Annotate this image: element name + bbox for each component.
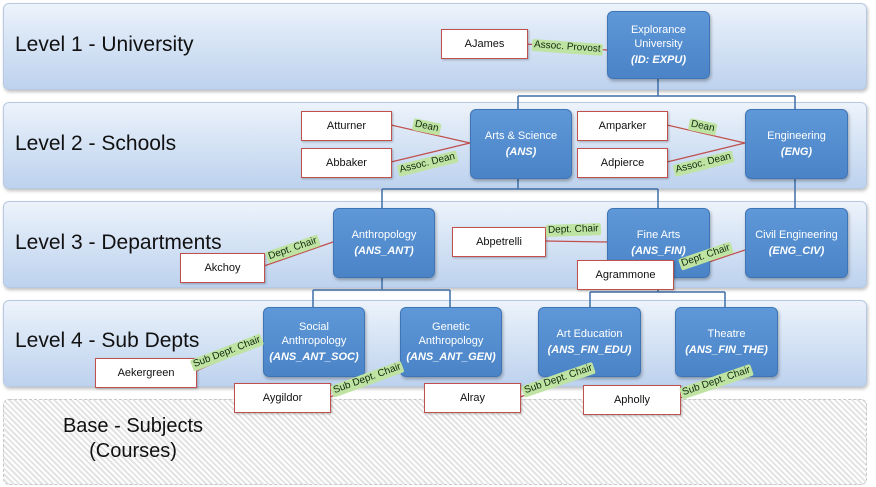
unit-engineering[interactable]: Engineering (ENG) — [745, 109, 848, 179]
unit-social-anthropology[interactable]: Social Anthropology (ANS_ANT_SOC) — [263, 307, 365, 377]
role-line-akchoy — [263, 241, 334, 267]
role-line-amparker — [666, 124, 746, 144]
person-agrammone[interactable]: Agrammone — [577, 260, 674, 290]
role-label-dept-chair-fin: Dept. Chair — [545, 223, 601, 237]
person-aekergreen[interactable]: Aekergreen — [95, 358, 197, 388]
base-label: Base - Subjects (Courses) — [48, 414, 218, 464]
level-2-label: Level 2 - Schools — [15, 132, 177, 155]
person-adpierce[interactable]: Adpierce — [577, 148, 668, 178]
unit-code: (ANS_ANT) — [354, 245, 414, 257]
level-3-label: Level 3 - Departments — [15, 231, 222, 254]
role-line-adpierce — [666, 142, 746, 163]
unit-name: Genetic Anthropology — [418, 321, 484, 347]
level-1-band — [3, 3, 867, 90]
level-2-band — [3, 102, 867, 189]
unit-code: (ANS) — [505, 146, 537, 158]
unit-code: (ENG) — [780, 146, 813, 158]
connector-univ-schools — [517, 78, 796, 109]
unit-civil-engineering[interactable]: Civil Engineering (ENG_CIV) — [745, 208, 848, 278]
unit-genetic-anthropology[interactable]: Genetic Anthropology (ANS_ANT_GEN) — [400, 307, 502, 377]
unit-code: (ANS_ANT_SOC) — [269, 351, 359, 363]
unit-name: Engineering — [767, 130, 826, 142]
base-label-line1: Base - Subjects — [62, 415, 204, 437]
unit-code: (ENG_CIV) — [768, 245, 825, 257]
role-line-abpetrelli — [544, 240, 608, 243]
person-atturner[interactable]: Atturner — [301, 111, 392, 141]
unit-name: Anthropology — [351, 229, 417, 241]
level-1-label: Level 1 - University — [15, 33, 194, 56]
unit-name: Civil Engineering — [755, 229, 838, 241]
role-line-abbaker — [390, 142, 471, 163]
person-apholly[interactable]: Apholly — [583, 385, 681, 415]
unit-name: Art Education — [556, 328, 623, 340]
unit-code: (ID: EXPU) — [631, 54, 686, 66]
unit-name: Theatre — [707, 328, 746, 340]
connector-fin-subs — [589, 288, 726, 307]
unit-explorance-university[interactable]: Explorance University (ID: EXPU) — [607, 11, 710, 79]
unit-name: Explorance University — [630, 24, 687, 50]
connector-ans-depts — [381, 178, 659, 208]
unit-code: (ANS_FIN_EDU) — [547, 344, 632, 356]
unit-name: Fine Arts — [636, 229, 681, 241]
unit-code: (ANS_FIN) — [631, 245, 686, 257]
unit-arts-science[interactable]: Arts & Science (ANS) — [470, 109, 572, 179]
unit-name: Social Anthropology — [281, 321, 347, 347]
person-aygildor[interactable]: Aygildor — [234, 383, 331, 413]
person-abbaker[interactable]: Abbaker — [301, 148, 392, 178]
connector-ant-subs — [312, 277, 451, 307]
unit-code: (ANS_FIN_THE) — [685, 344, 768, 356]
unit-anthropology[interactable]: Anthropology (ANS_ANT) — [333, 208, 435, 278]
base-band — [3, 399, 867, 485]
person-akchoy[interactable]: Akchoy — [180, 253, 265, 283]
unit-code: (ANS_ANT_GEN) — [406, 351, 496, 363]
person-abpetrelli[interactable]: Abpetrelli — [452, 227, 546, 257]
unit-theatre[interactable]: Theatre (ANS_FIN_THE) — [675, 307, 778, 377]
unit-name: Arts & Science — [484, 130, 558, 142]
base-label-line2: (Courses) — [89, 440, 177, 462]
level-4-label: Level 4 - Sub Depts — [15, 329, 200, 352]
person-amparker[interactable]: Amparker — [577, 111, 668, 141]
person-ajames[interactable]: AJames — [441, 29, 528, 59]
person-alray[interactable]: Alray — [424, 383, 521, 413]
